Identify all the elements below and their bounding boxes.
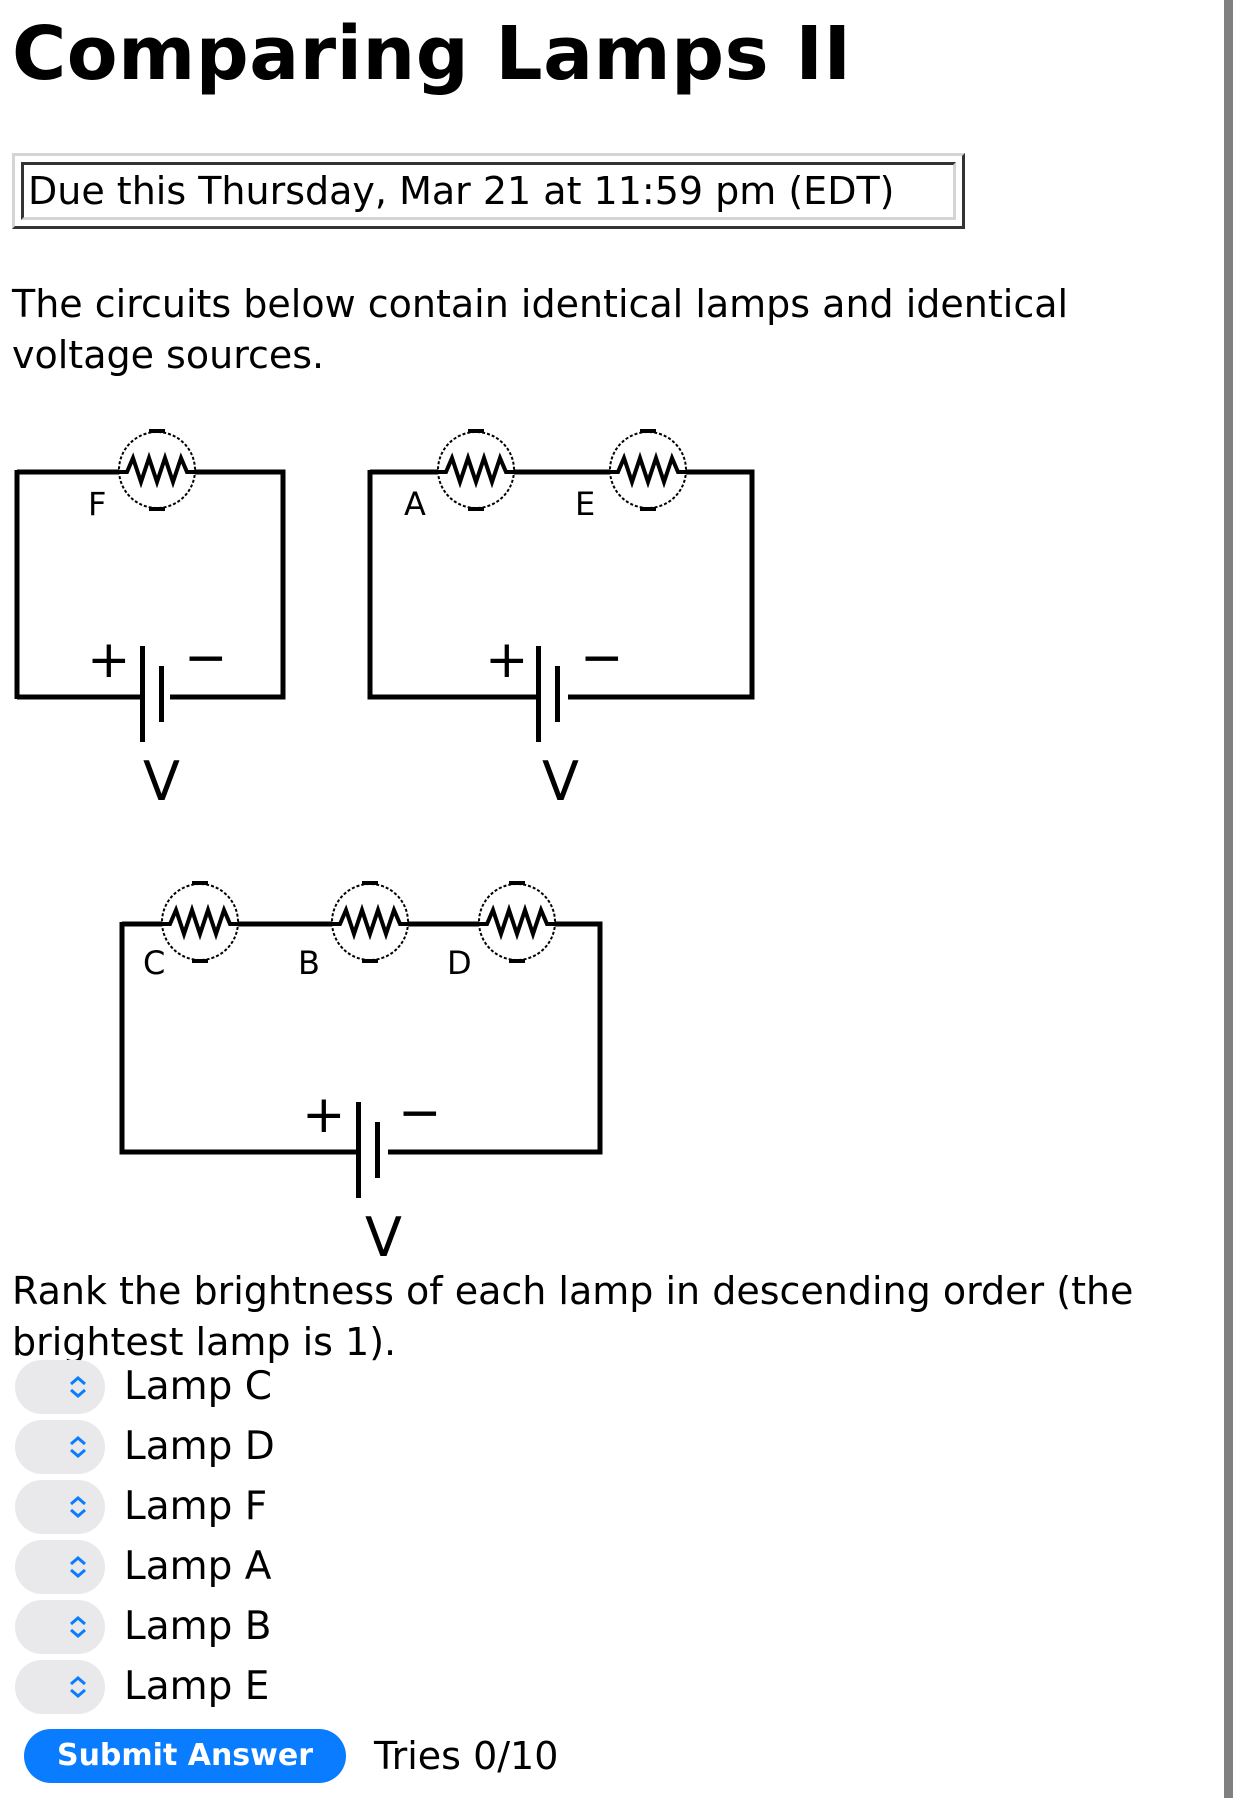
circuit-diagrams: F + − V A E + − V C B D + − V <box>14 427 755 1269</box>
source-2-label: V <box>542 750 579 813</box>
source-1-label: V <box>143 750 180 813</box>
rank-prompt: Rank the brightness of each lamp in desc… <box>12 1269 1134 1364</box>
rank-label: Lamp B <box>124 1604 272 1649</box>
battery-2-plus: + <box>485 630 529 690</box>
rank-select-lamp-c[interactable] <box>15 1360 105 1414</box>
intro-text: The circuits below contain identical lam… <box>12 282 1069 377</box>
lamp-a-label: A <box>404 485 426 523</box>
rank-label: Lamp A <box>124 1544 272 1589</box>
due-date-box: Due this Thursday, Mar 21 at 11:59 pm (E… <box>12 153 965 229</box>
circuit-2-wire <box>367 469 755 700</box>
circuit-2: A E + − V <box>367 427 755 813</box>
battery-3-plus: + <box>302 1085 346 1145</box>
battery-2-minus: − <box>580 628 624 688</box>
rank-label: Lamp F <box>124 1484 268 1529</box>
chevron-up-down-icon <box>70 1376 86 1398</box>
tries-counter: Tries 0/10 <box>374 1734 559 1778</box>
rank-label: Lamp E <box>124 1664 270 1709</box>
battery-1-minus: − <box>184 628 228 688</box>
lamp-a-symbol <box>436 427 516 513</box>
lamp-b-symbol <box>330 879 410 965</box>
lamp-c-label: C <box>143 944 165 982</box>
chevron-up-down-icon <box>70 1496 86 1518</box>
lamp-b-label: B <box>298 944 320 982</box>
rank-select-lamp-f[interactable] <box>15 1480 105 1534</box>
source-3-label: V <box>365 1206 402 1269</box>
lamp-e-symbol <box>608 427 688 513</box>
scrollbar[interactable] <box>1224 0 1233 1798</box>
rank-select-lamp-a[interactable] <box>15 1540 105 1594</box>
lamp-d-symbol <box>477 879 557 965</box>
circuit-3: C B D + − V <box>119 879 603 1269</box>
lamp-f-symbol <box>117 427 197 513</box>
lamp-f-label: F <box>88 485 106 523</box>
rank-select-lamp-e[interactable] <box>15 1660 105 1714</box>
due-date-text: Due this Thursday, Mar 21 at 11:59 pm (E… <box>21 162 956 220</box>
submit-answer-button[interactable]: Submit Answer <box>24 1729 346 1783</box>
chevron-up-down-icon <box>70 1436 86 1458</box>
circuit-1: F + − V <box>14 427 286 813</box>
battery-1-plus: + <box>87 630 131 690</box>
page-title: Comparing Lamps II <box>12 11 852 97</box>
chevron-up-down-icon <box>70 1556 86 1578</box>
lamp-c-symbol <box>160 879 240 965</box>
rank-select-lamp-d[interactable] <box>15 1420 105 1474</box>
lamp-d-label: D <box>447 944 472 982</box>
rank-label: Lamp D <box>124 1424 275 1469</box>
lamp-e-label: E <box>575 485 595 523</box>
battery-3-minus: − <box>398 1083 442 1143</box>
rank-select-lamp-b[interactable] <box>15 1600 105 1654</box>
chevron-up-down-icon <box>70 1676 86 1698</box>
chevron-up-down-icon <box>70 1616 86 1638</box>
rank-label: Lamp C <box>124 1364 273 1409</box>
